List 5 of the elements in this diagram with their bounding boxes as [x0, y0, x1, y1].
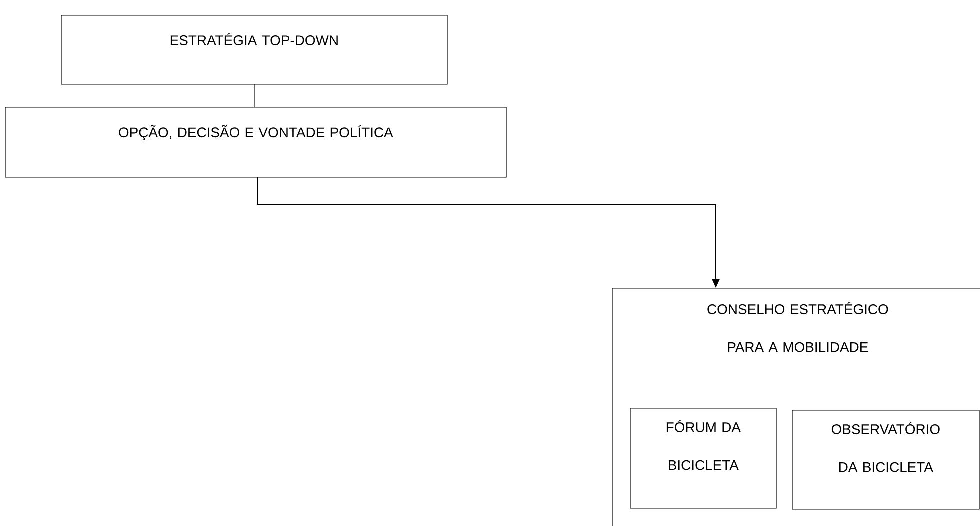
process-box: OBSERVATÓRIO DA BICICLETA: [792, 410, 980, 510]
process-box: ESTRATÉGIA TOP-DOWN: [61, 14, 448, 85]
connector: [254, 84, 256, 108]
process-box: OPÇÃO, DECISÃO E VONTADE POLÍTICA: [5, 106, 507, 178]
process-box: FÓRUM DA BICICLETA: [630, 408, 777, 509]
